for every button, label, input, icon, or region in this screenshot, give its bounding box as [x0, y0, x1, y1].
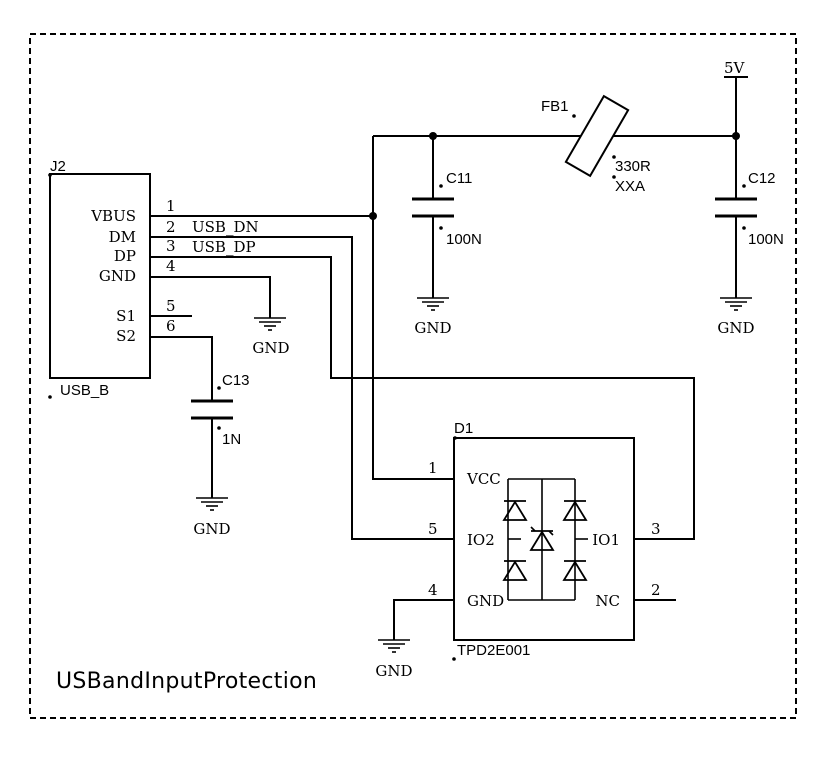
net-label-usb-dp: USB_DP	[192, 238, 256, 256]
j2-pinnum-1: 1	[166, 197, 176, 215]
j2-pinnum-3: 3	[166, 237, 176, 255]
sheet-border	[29, 33, 797, 719]
fb1-value: 330R	[615, 158, 651, 175]
connector-j2[interactable]: J2 USB_B VBUS DM DP GND S1 S2 1 2 3 4 5 …	[48, 158, 176, 399]
wires	[150, 76, 748, 640]
d1-body	[453, 437, 635, 641]
gnd-label: GND	[717, 319, 754, 337]
c11-value: 100N	[446, 231, 482, 248]
j2-pinnum-4: 4	[166, 257, 176, 275]
gnd-symbol: GND	[717, 279, 755, 337]
net-label-5v: 5V	[724, 59, 746, 77]
d1-pin-vcc: VCC	[466, 470, 501, 488]
d1-value: TPD2E001	[457, 642, 530, 659]
sheet-title: USBandInputProtection	[56, 669, 317, 694]
j2-pin-s1: S1	[116, 307, 136, 325]
ic-d1[interactable]: D1 TPD2E001 1 5 4 3 2 VCC IO2 GND IO1 NC	[428, 420, 661, 661]
ferrite-bead-fb1[interactable]: FB1 330R XXA	[541, 94, 651, 195]
gnd-symbol: GND	[375, 621, 413, 680]
d1-pinnum-4: 4	[428, 581, 438, 599]
c13-value: 1N	[222, 431, 241, 448]
gnd-label: GND	[193, 520, 230, 538]
j2-pin-vbus: VBUS	[90, 207, 136, 225]
c13-ref: C13	[222, 372, 250, 389]
j2-pinnum-2: 2	[166, 218, 176, 236]
d1-pin-io1: IO1	[592, 531, 620, 549]
fb1-ref: FB1	[541, 98, 569, 115]
d1-pin-io2: IO2	[467, 531, 495, 549]
d1-diode-array	[503, 478, 588, 601]
c12-ref: C12	[748, 170, 776, 187]
fb1-value2: XXA	[615, 178, 645, 195]
gnd-label: GND	[414, 319, 451, 337]
j2-value: USB_B	[60, 382, 109, 399]
d1-pin-gnd: GND	[467, 592, 504, 610]
j2-pin-s2: S2	[116, 327, 136, 345]
capacitor-c11[interactable]: C11 100N	[412, 170, 482, 248]
j2-pin-gnd: GND	[99, 267, 136, 285]
d1-pinnum-2: 2	[651, 581, 661, 599]
c12-value: 100N	[748, 231, 784, 248]
j2-pinnum-5: 5	[166, 297, 176, 315]
j2-pin-dp: DP	[114, 247, 136, 265]
d1-pinnum-1: 1	[428, 459, 438, 477]
gnd-label: GND	[375, 662, 412, 680]
gnd-label: GND	[252, 339, 289, 357]
c11-ref: C11	[446, 170, 472, 187]
gnd-symbol: GND	[193, 479, 231, 538]
d1-pin-nc: NC	[595, 592, 620, 610]
d1-pinnum-3: 3	[651, 520, 661, 538]
d1-ref: D1	[454, 420, 473, 437]
j2-ref: J2	[50, 158, 66, 175]
capacitor-c12[interactable]: C12 100N	[715, 170, 784, 248]
junction-dot	[369, 212, 377, 220]
net-label-usb-dn: USB_DN	[192, 218, 259, 236]
junction-dot	[429, 132, 437, 140]
capacitor-c13[interactable]: C13 1N	[191, 372, 250, 448]
d1-pinnum-5: 5	[428, 520, 438, 538]
junction-dot	[732, 132, 740, 140]
j2-pinnum-6: 6	[166, 317, 176, 335]
j2-pin-dm: DM	[109, 228, 136, 246]
gnd-symbol: GND	[252, 299, 290, 357]
gnd-symbol: GND	[414, 279, 452, 337]
